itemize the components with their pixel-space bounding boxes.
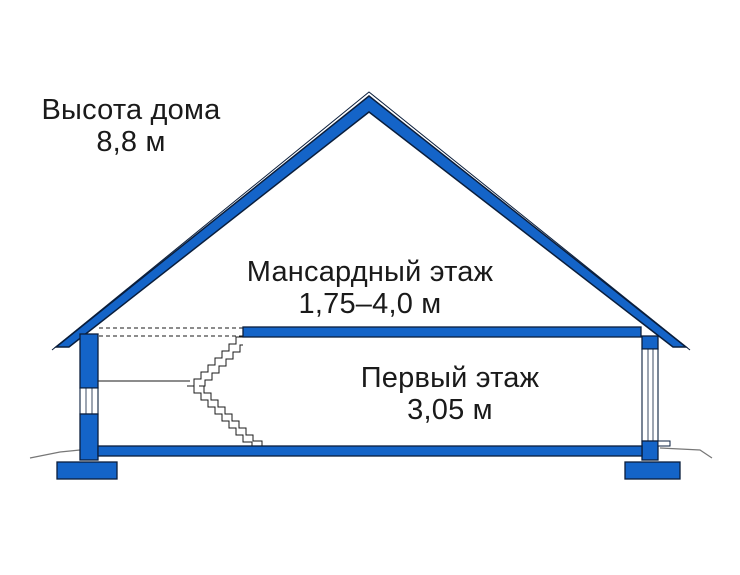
left-wall-lower xyxy=(79,413,99,461)
ground-line xyxy=(29,447,713,459)
roof-edge xyxy=(51,91,691,351)
right-wall-window xyxy=(641,348,659,442)
house-height-title: Высота дома xyxy=(41,94,221,126)
ground-floor-slab xyxy=(97,445,643,457)
roof xyxy=(53,95,689,348)
attic-floor-value: 1,75–4,0 м xyxy=(298,288,442,320)
house-height-label: Высота дома 8,8 м xyxy=(20,94,242,158)
staircase-upper-inner xyxy=(199,344,243,387)
right-wall-lower xyxy=(641,440,659,461)
attic-floor-slab xyxy=(242,326,642,338)
first-floor-title: Первый этаж xyxy=(360,362,540,394)
first-floor-label: Первый этаж 3,05 м xyxy=(320,362,580,426)
staircase-lower xyxy=(187,385,253,446)
left-wall-window xyxy=(79,387,99,415)
first-floor-value: 3,05 м xyxy=(407,394,493,426)
staircase-lower-inner xyxy=(199,385,263,446)
attic-floor-title: Мансардный этаж xyxy=(246,256,494,288)
house-height-value: 8,8 м xyxy=(96,126,166,158)
right-wall-top xyxy=(641,335,659,350)
left-foundation xyxy=(56,461,118,480)
right-foundation xyxy=(624,461,681,480)
porch-step xyxy=(657,440,671,447)
attic-floor-label: Мансардный этаж 1,75–4,0 м xyxy=(205,256,535,320)
left-wall-upper xyxy=(79,333,99,389)
staircase-upper xyxy=(187,336,243,387)
